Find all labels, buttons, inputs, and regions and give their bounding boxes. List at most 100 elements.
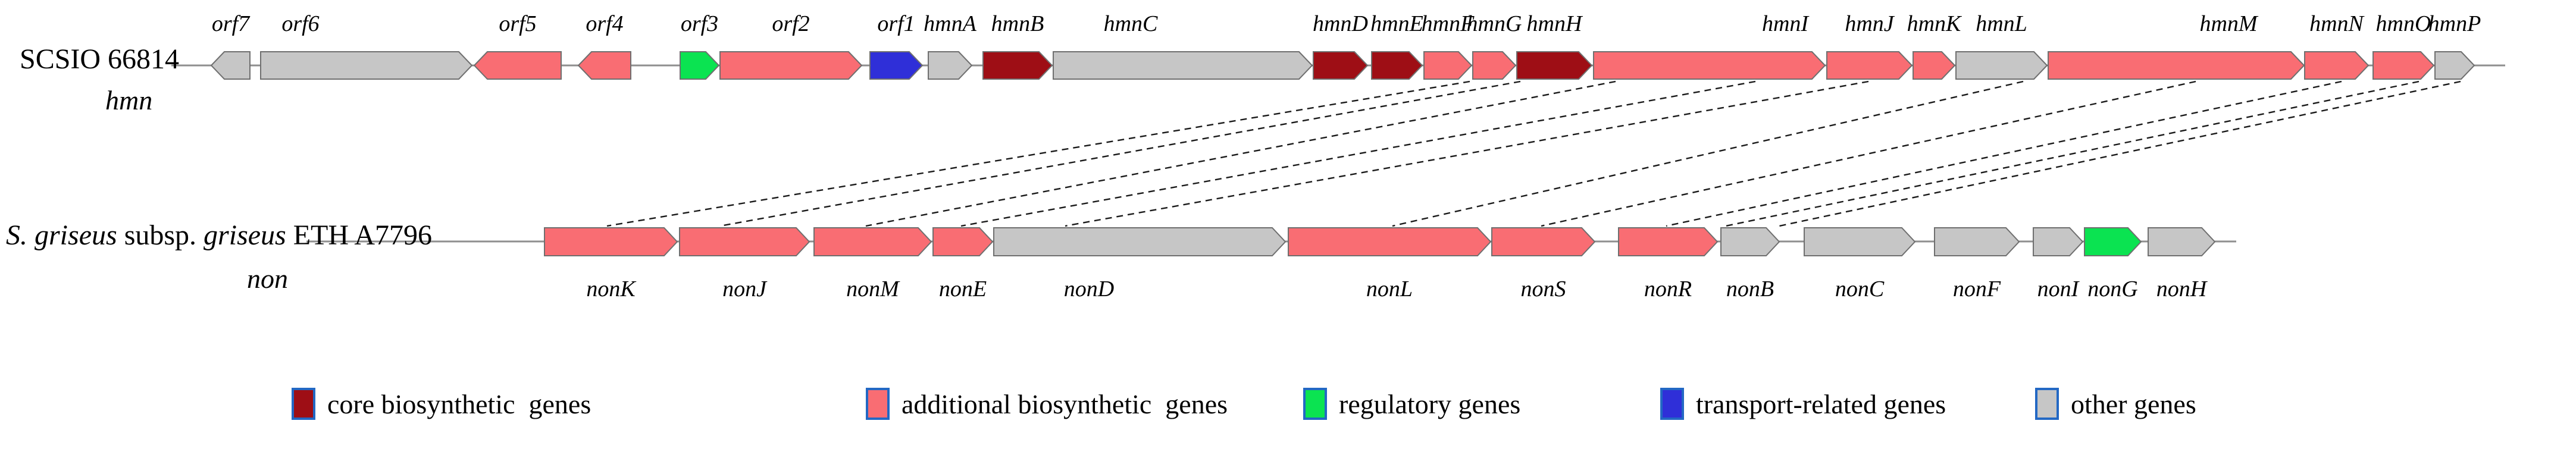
gene-arrow-hmnG [1472,51,1517,80]
legend-label-transport: transport-related genes [1696,388,1946,419]
gene-arrow-nonS [1491,227,1596,256]
gene-label-orf1: orf1 [877,11,915,36]
gene-label-hmnB: hmnB [991,11,1044,36]
gene-arrow-hmnC [1053,51,1313,80]
homology-dashed-link-5 [1392,80,2024,227]
gene-arrow-nonD [993,227,1287,256]
gene-label-nonC: nonC [1835,277,1885,302]
gene-label-hmnA: hmnA [924,11,976,36]
gene-label-orf2: orf2 [772,11,809,36]
gene-label-hmnP: hmnP [2428,11,2481,36]
gene-arrow-nonI [2033,227,2084,256]
gene-arrow-hmnM [2048,51,2305,80]
gene-label-orf4: orf4 [586,11,623,36]
gene-arrow-nonG [2084,227,2142,256]
gene-arrow-hmnF [1423,51,1473,80]
gene-arrow-nonB [1720,227,1780,256]
legend-label-regulatory: regulatory genes [1339,388,1521,419]
gene-label-hmnL: hmnL [1976,11,2027,36]
homology-dashed-link-1 [719,80,1521,227]
gene-label-nonS: nonS [1521,277,1566,302]
homology-dashed-link-0 [606,80,1470,227]
gene-label-nonB: nonB [1726,277,1774,302]
gene-arrow-hmnI [1593,51,1826,80]
gene-label-hmnF: hmnF [1422,11,1475,36]
legend-item-regulatory: regulatory genes [1303,388,1520,420]
gene-label-nonH: nonH [2156,277,2208,302]
gene-arrow-orf2 [719,51,863,80]
gene-label-hmnM: hmnM [2199,11,2258,36]
legend-swatch-regulatory-icon [1303,388,1327,420]
gene-arrow-orf6 [260,51,473,80]
gene-arrow-nonE [932,227,994,256]
gene-arrow-orf3 [680,51,720,80]
gene-label-orf7: orf7 [212,11,251,36]
gene-label-orf5: orf5 [499,11,536,36]
homology-dashed-link-9 [1779,80,2461,227]
gene-label-orf6: orf6 [281,11,319,36]
legend-item-core: core biosynthetic genes [292,388,591,420]
gene-label-hmnD: hmnD [1313,11,1368,36]
gene-label-hmnI: hmnI [1762,11,1810,36]
legend-label-core: core biosynthetic genes [327,388,591,419]
gene-arrow-nonR [1618,227,1719,256]
gene-arrow-orf1 [869,51,924,80]
cluster-hmn-strain-title: SCSIO 66814 [20,43,179,76]
homology-dashed-link-6 [1541,80,2196,227]
legend-swatch-other-icon [2035,388,2059,420]
gene-label-hmnE: hmnE [1370,11,1423,36]
cluster-hmn-name: hmn [105,85,153,115]
gene-label-hmnO: hmnO [2376,11,2431,36]
gene-label-nonF: nonF [1953,277,2001,302]
cluster-non-name: non [247,263,288,294]
gene-label-nonG: nonG [2087,277,2137,302]
cluster-non-subspecies: griseus [204,219,286,251]
legend-item-transport: transport-related genes [1660,388,1946,420]
gene-label-nonM: nonM [846,277,900,302]
gene-arrow-hmnJ [1826,51,1913,80]
gene-label-nonI: nonI [2037,277,2080,302]
gene-arrow-nonH [2148,227,2216,256]
gene-label-nonD: nonD [1064,277,1114,302]
legend-label-additional: additional biosynthetic genes [902,388,1228,419]
legend-item-additional: additional biosynthetic genes [866,388,1228,420]
gene-arrow-orf7 [210,51,251,80]
gene-arrow-hmnP [2434,51,2475,80]
gene-arrow-hmnO [2372,51,2435,80]
cluster-non-subsp: subsp. [117,219,204,251]
gene-arrow-orf5 [473,51,562,80]
homology-dashed-link-8 [1725,80,2420,227]
gene-arrow-hmnH [1516,51,1593,80]
cluster-hmn-strain-name: SCSIO 66814 [20,43,180,75]
cluster-non-species: S. griseus [6,219,117,251]
gene-label-nonJ: nonJ [722,277,768,302]
gene-arrow-hmnL [1955,51,2048,80]
gene-label-nonK: nonK [586,277,636,302]
gene-label-hmnN: hmnN [2309,11,2365,36]
gene-arrow-nonJ [679,227,810,256]
gene-arrow-hmnN [2304,51,2370,80]
gene-arrow-hmnK [1913,51,1956,80]
homology-dashed-link-3 [960,80,1756,227]
gene-label-hmnH: hmnH [1527,11,1583,36]
gene-label-hmnK: hmnK [1907,11,1962,36]
legend-swatch-core-icon [292,388,315,420]
legend-item-other: other genes [2035,388,2196,420]
gene-arrow-hmnB [982,51,1053,80]
gene-arrow-nonC [1804,227,1916,256]
gene-label-orf3: orf3 [681,11,718,36]
gene-arrow-hmnA [928,51,973,80]
gene-arrow-nonL [1288,227,1492,256]
gene-arrow-hmnE [1371,51,1423,80]
legend-swatch-additional-icon [866,388,890,420]
gene-label-nonL: nonL [1366,277,1413,302]
gene-arrow-nonF [1934,227,2020,256]
legend-label-other: other genes [2071,388,2196,419]
gene-label-hmnJ: hmnJ [1845,11,1895,36]
gene-label-nonR: nonR [1644,277,1692,302]
gene-arrow-hmnD [1313,51,1369,80]
gene-arrow-orf4 [577,51,631,80]
cluster-non-strain-title: S. griseus subsp. griseus ETH A7796 [6,219,432,252]
